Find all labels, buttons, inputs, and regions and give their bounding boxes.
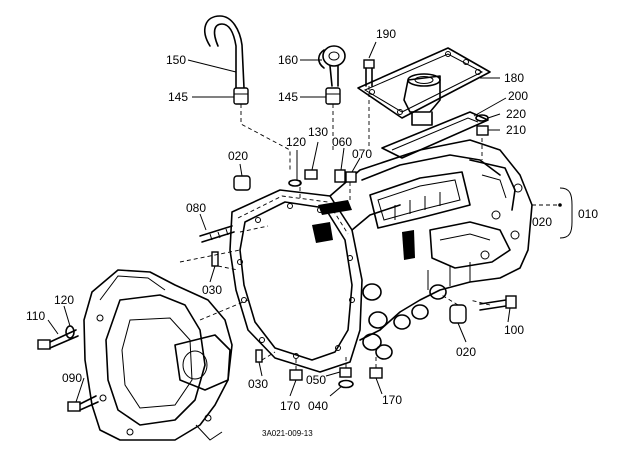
label-180: 180 [504,71,524,85]
bracket-dot [558,203,562,207]
stud-080 [199,225,235,243]
nut-130 [304,169,318,180]
assembly-lines [179,86,560,370]
pipe-bushing-145-right [325,87,341,105]
pipe-bushing-145-left [233,87,249,105]
drawing-number: 3A021-009-13 [262,429,313,438]
leader-lines [47,41,511,403]
nut-210 [476,125,489,136]
washer-040 [338,379,354,389]
label-060: 060 [332,135,352,149]
group-bracket [559,187,573,239]
label-020-right: 020 [532,215,552,229]
label-100: 100 [504,323,524,337]
label-010: 010 [578,207,598,221]
label-150: 150 [166,53,186,67]
drain-plug-170-right [369,367,383,379]
transmission-case [229,139,533,373]
cover-gasket [381,111,489,159]
nut-050 [339,367,352,378]
pin-020-bottom [449,304,467,324]
bolt-070 [345,171,357,183]
washer-120-top [288,179,302,187]
bolt-110 [37,329,79,350]
part-labels: 150 145 160 145 190 180 200 220 210 130 … [26,27,598,413]
label-170-left: 170 [280,399,300,413]
label-145-left: 145 [168,90,188,104]
label-130: 130 [308,125,328,139]
label-220: 220 [506,107,526,121]
bolt-090 [67,395,99,412]
label-120-left: 120 [54,293,74,307]
lifting-hook [317,45,346,87]
bolt-190 [363,59,375,87]
breather-pipe [204,15,245,89]
flywheel-housing [83,269,233,441]
label-080: 080 [186,201,206,215]
label-030-bottom: 030 [248,377,268,391]
pin-030-left [211,251,219,267]
label-090: 090 [62,371,82,385]
pin-020-top [233,175,251,191]
drain-plug-170-left [289,369,303,381]
label-040: 040 [308,399,328,413]
label-110: 110 [26,309,45,323]
label-020-bottom: 020 [456,345,476,359]
label-190: 190 [376,27,396,41]
label-200: 200 [508,89,528,103]
label-145-right: 145 [278,90,298,104]
label-020-top: 020 [228,149,248,163]
label-210: 210 [506,123,526,137]
label-050: 050 [306,373,326,387]
top-cover-plate [357,47,491,126]
pin-030-bottom [255,349,263,363]
bolt-100 [479,295,517,311]
label-170-right: 170 [382,393,402,407]
label-070: 070 [352,147,372,161]
plug-060 [334,169,346,183]
label-120-top: 120 [286,135,306,149]
label-030-left: 030 [202,283,222,297]
label-160: 160 [278,53,298,67]
